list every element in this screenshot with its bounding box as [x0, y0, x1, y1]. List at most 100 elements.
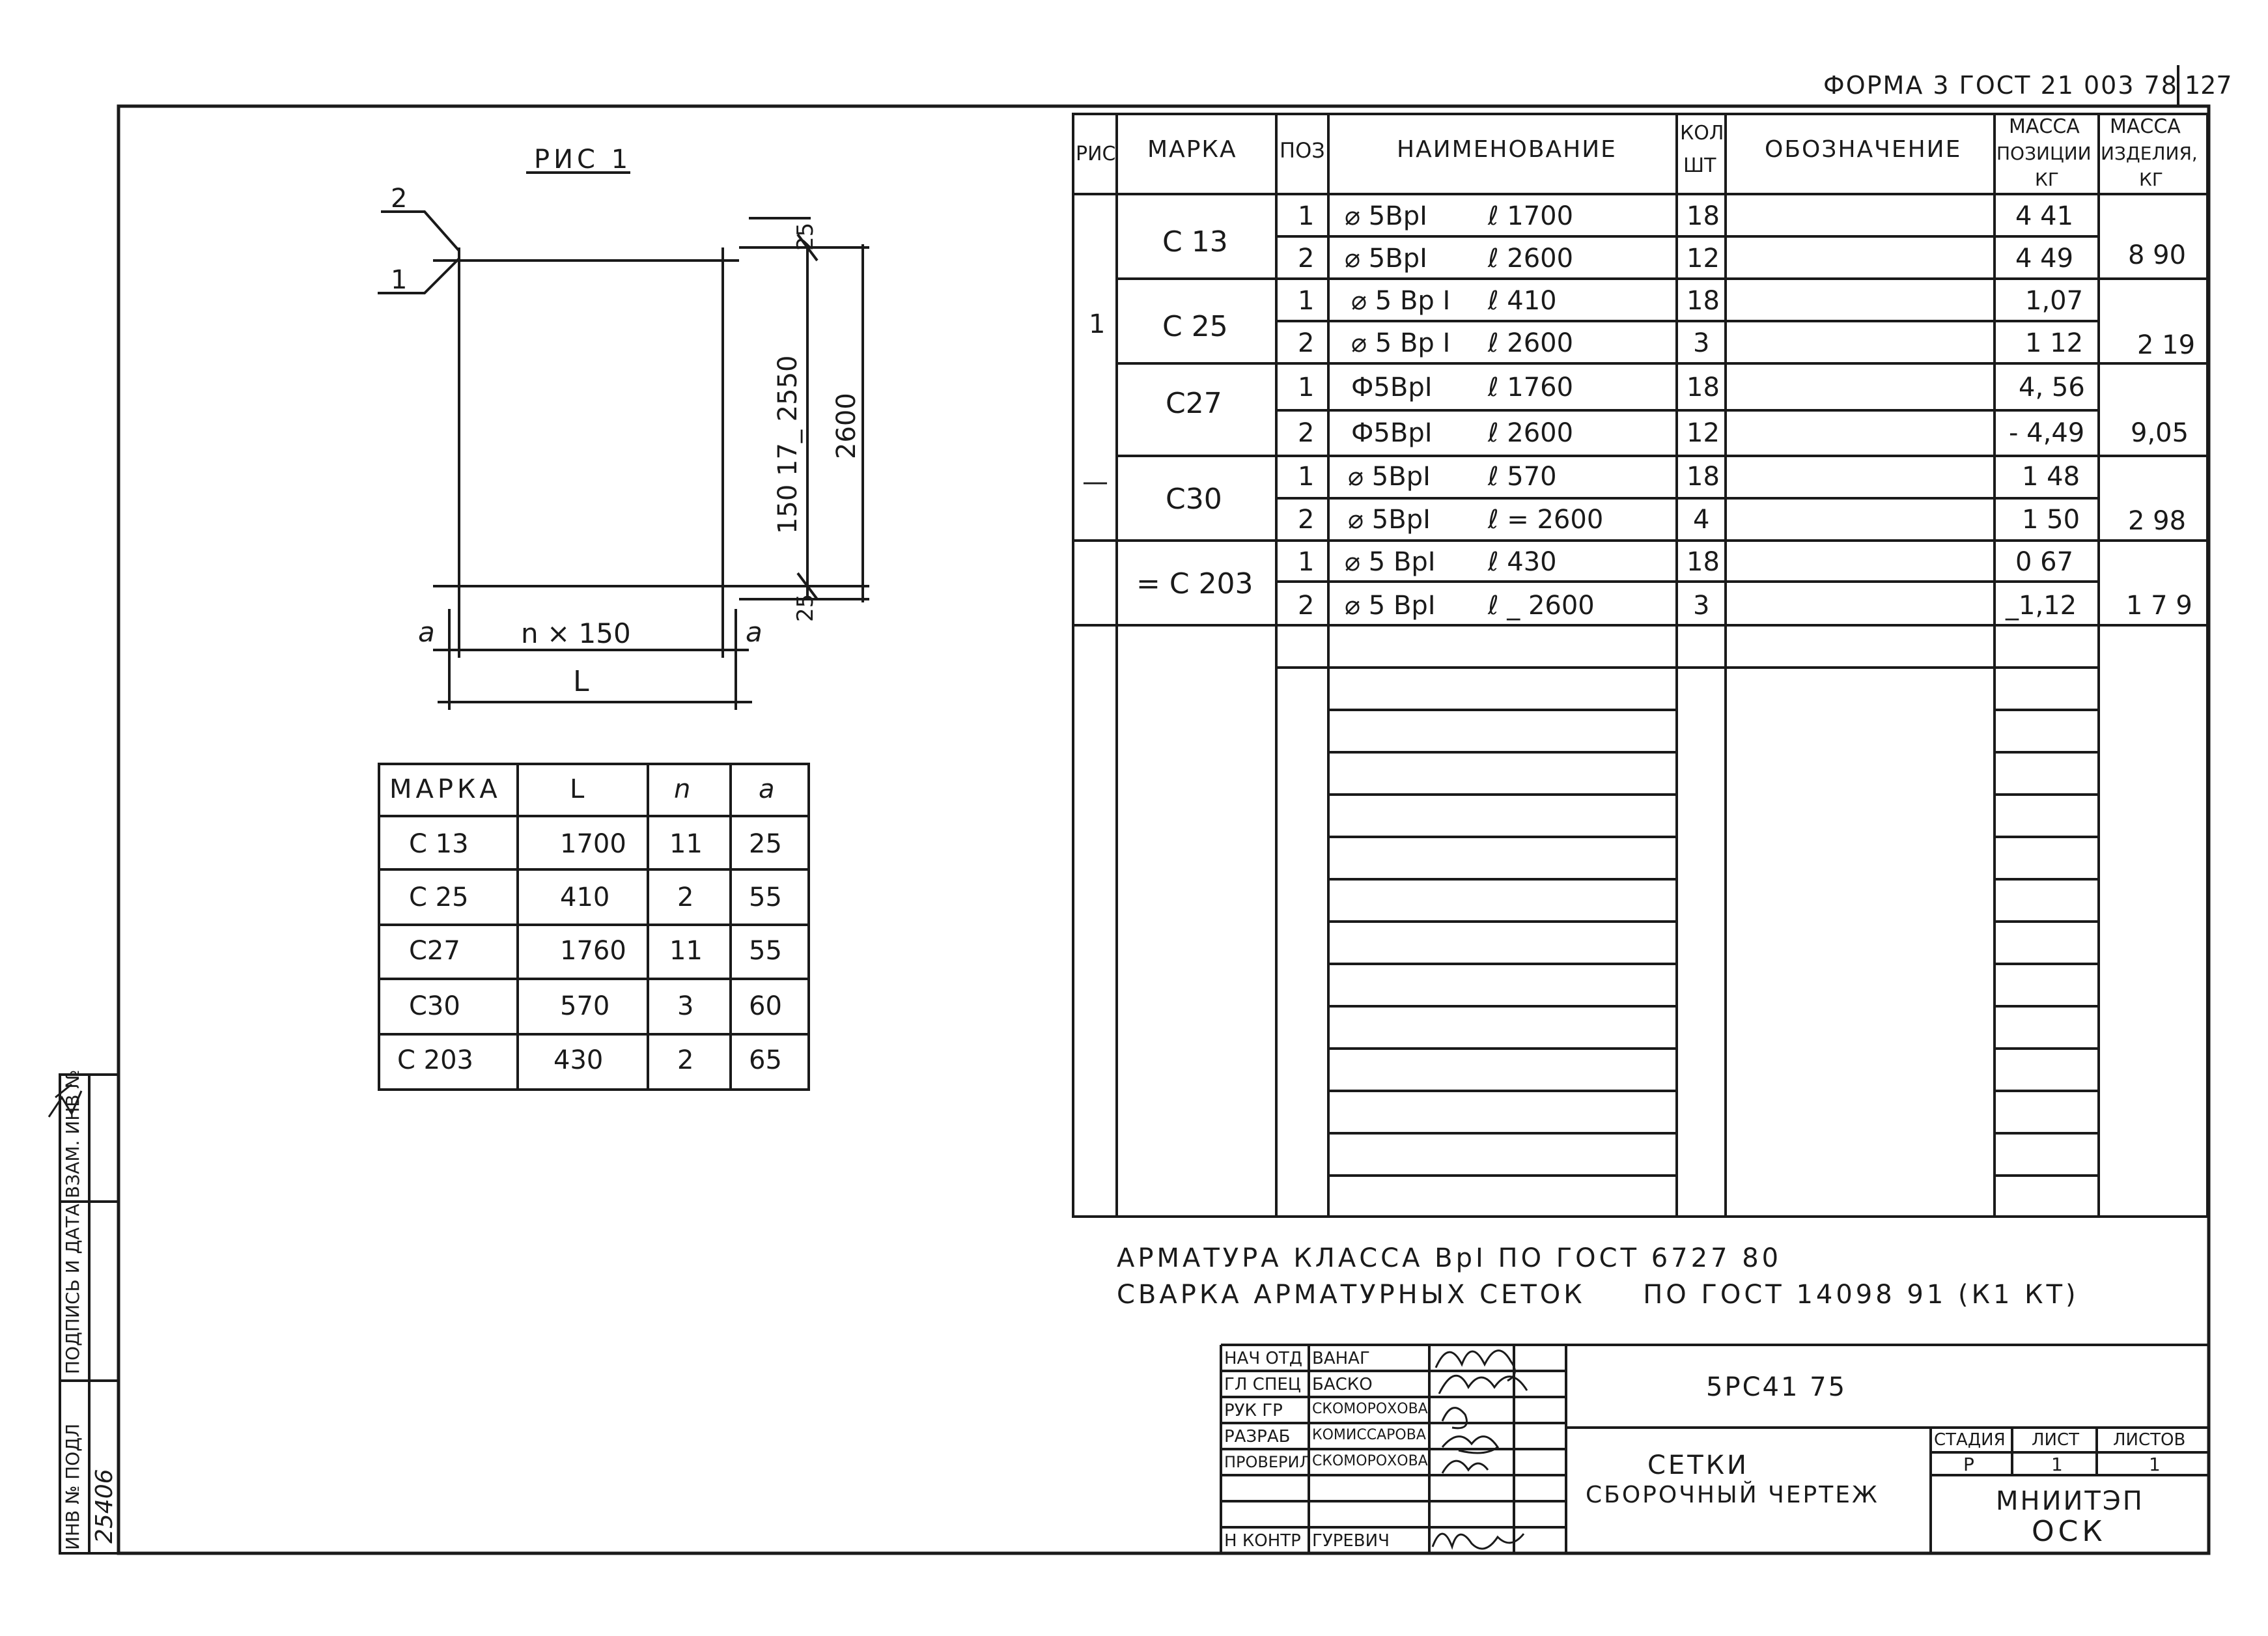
dim-vertical-inner: 150 17_ 2550	[773, 355, 803, 534]
spec-header-ris: РИС	[1076, 143, 1116, 165]
spec-poz: 2	[1298, 505, 1315, 535]
spec-diameter: ⌀ 5ВрI	[1345, 244, 1427, 274]
list-label: ЛИСТ	[2032, 1430, 2080, 1450]
small-table-cell: С 13	[409, 829, 469, 859]
small-table-cell: 2	[677, 1045, 694, 1075]
spec-diameter: ⌀ 5ВрI	[1348, 462, 1431, 492]
spec-poz: 2	[1298, 244, 1315, 274]
spec-header-mpos-3: КГ	[2035, 169, 2059, 190]
note-line-2: СВАРКА АРМАТУРНЫХ СЕТОК ПО ГОСТ 14098 91…	[1117, 1280, 2079, 1310]
spec-kol: 12	[1687, 418, 1720, 448]
small-table-header-L: L	[570, 774, 585, 804]
small-table-cell: С 25	[409, 882, 469, 912]
spec-header-kol: КОЛ	[1680, 122, 1724, 145]
spec-length: ℓ 1700	[1488, 201, 1574, 231]
name-label: ВАНАГ	[1312, 1349, 1370, 1368]
spec-mass-total: 2 98	[2128, 506, 2187, 536]
role-label: РАЗРАБ	[1224, 1427, 1291, 1446]
spec-diameter: ⌀ 5ВрI	[1345, 201, 1427, 231]
spec-marka: С 13	[1162, 225, 1228, 259]
spec-header-marka: МАРКА	[1147, 136, 1237, 163]
spec-header-mpos-1: МАССА	[2009, 115, 2080, 138]
side-stamp-vzam-label: ВЗАМ. ИНВ №	[62, 1069, 83, 1198]
spec-mass: 1 12	[2025, 328, 2084, 358]
title-block-grid	[1220, 1344, 2209, 1553]
side-stamp	[59, 1073, 120, 1555]
spec-mass: 0 67	[2015, 547, 2074, 577]
spec-kol: 3	[1693, 591, 1710, 621]
spec-ris-dash: —	[1082, 467, 1108, 497]
callout-2: 2	[391, 184, 408, 214]
spec-poz: 1	[1298, 547, 1315, 577]
small-table-header-a: a	[759, 774, 775, 804]
dim-L: L	[573, 665, 589, 698]
note-line-1: АРМАТУРА КЛАССА ВрI ПО ГОСТ 6727 80	[1117, 1243, 1782, 1273]
spec-kol: 3	[1693, 328, 1710, 358]
spec-mass: _1,12	[2006, 591, 2077, 621]
page-number: 127	[2185, 71, 2232, 100]
spec-ris-value: 1	[1089, 309, 1106, 339]
dim-a-left: a	[418, 616, 435, 648]
small-table-cell: 25	[749, 829, 782, 859]
spec-header-mizd-1: МАССА	[2110, 115, 2181, 138]
small-table-cell: 1760	[560, 936, 626, 966]
spec-length: ℓ 570	[1488, 462, 1557, 492]
spec-kol: 4	[1693, 505, 1710, 535]
spec-kol: 18	[1687, 201, 1720, 231]
side-stamp-signature-label: ПОДПИСЬ И ДАТА	[62, 1204, 83, 1374]
spec-length: ℓ = 2600	[1488, 505, 1604, 535]
role-label: НАЧ ОТД	[1224, 1349, 1303, 1368]
spec-marka: С27	[1166, 387, 1222, 420]
listov-label: ЛИСТОВ	[2113, 1430, 2186, 1450]
role-label: ПРОВЕРИЛ	[1224, 1453, 1311, 1471]
spec-header-poz: ПОЗ	[1280, 138, 1325, 163]
small-table-grid	[378, 763, 810, 1091]
small-table-cell: С 203	[397, 1045, 473, 1075]
spec-header-oboz: ОБОЗНАЧЕНИЕ	[1765, 136, 1962, 163]
listov-value: 1	[2149, 1454, 2161, 1475]
list-value: 1	[2051, 1454, 2063, 1475]
small-table-cell: С27	[409, 936, 460, 966]
role-label: Н КОНТР	[1224, 1531, 1301, 1551]
small-table-cell: 65	[749, 1045, 782, 1075]
spec-marka: = С 203	[1136, 567, 1253, 600]
dim-n150: n × 150	[521, 617, 631, 649]
name-label: БАСКО	[1312, 1375, 1373, 1394]
spec-length: ℓ 2600	[1488, 328, 1574, 358]
small-table-cell: С30	[409, 991, 460, 1021]
spec-mass-total: 8 90	[2128, 240, 2187, 270]
small-table-cell: 11	[669, 936, 703, 966]
spec-mass-total: 2 19	[2137, 330, 2196, 360]
spec-header-mizd-2: ИЗДЕЛИЯ,	[2101, 143, 2198, 164]
spec-diameter: ⌀ 5 Вр I	[1351, 328, 1451, 358]
spec-mass: 4 41	[2015, 201, 2074, 231]
spec-length: ℓ 1760	[1488, 373, 1574, 402]
dim-a-right: a	[746, 616, 763, 648]
role-label: РУК ГР	[1224, 1401, 1283, 1420]
name-label: ГУРЕВИЧ	[1312, 1531, 1390, 1551]
spec-length: ℓ 430	[1488, 547, 1557, 577]
form-header: ФОРМА 3 ГОСТ 21 003 78	[1823, 71, 2178, 100]
small-table-header-n: n	[674, 774, 691, 804]
stadia-label: СТАДИЯ	[1934, 1430, 2006, 1450]
small-table-cell: 3	[677, 991, 694, 1021]
small-table-cell: 55	[749, 936, 782, 966]
spec-mass: 1,07	[2025, 286, 2084, 316]
name-label: СКОМОРОХОВА	[1312, 1453, 1428, 1469]
drawing-code: 5РС41 75	[1706, 1372, 1847, 1402]
spec-kol: 18	[1687, 286, 1720, 316]
spec-mass-total: 9,05	[2131, 418, 2189, 448]
spec-kol: 18	[1687, 373, 1720, 402]
signatures	[48, 1083, 1528, 1550]
spec-header-mpos-2: ПОЗИЦИИ	[1996, 143, 2092, 164]
spec-mass: 1 48	[2022, 462, 2080, 492]
spec-mass: 1 50	[2022, 505, 2080, 535]
spec-poz: 1	[1298, 201, 1315, 231]
drawing-title-2: СБОРОЧНЫЙ ЧЕРТЕЖ	[1586, 1482, 1879, 1508]
spec-mass: - 4,49	[2009, 418, 2085, 448]
spec-poz: 1	[1298, 373, 1315, 402]
spec-kol: 12	[1687, 244, 1720, 274]
spec-poz: 2	[1298, 591, 1315, 621]
spec-poz: 1	[1298, 462, 1315, 492]
